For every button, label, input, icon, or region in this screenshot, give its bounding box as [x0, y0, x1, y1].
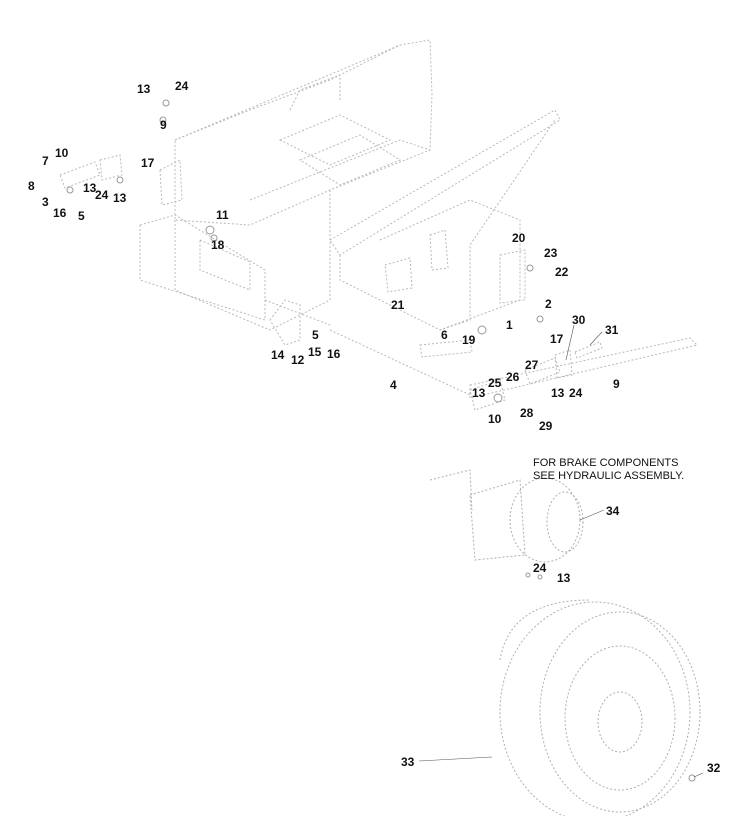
callout-25: 25: [488, 376, 502, 390]
callout-24: 24: [175, 79, 189, 93]
callout-27: 27: [525, 358, 539, 372]
note-line-2: SEE HYDRAULIC ASSEMBLY.: [533, 470, 685, 482]
callout-13: 13: [137, 82, 151, 96]
callout-17: 17: [550, 332, 564, 346]
callout-12: 12: [291, 353, 305, 367]
note-line-1: FOR BRAKE COMPONENTS: [533, 457, 679, 469]
callout-16: 16: [53, 206, 67, 220]
callout-15: 15: [308, 345, 322, 359]
callout-6: 6: [441, 328, 448, 342]
callout-5: 5: [312, 328, 319, 342]
callout-33: 33: [401, 755, 415, 769]
callout-31: 31: [605, 323, 619, 337]
hardware-parts: [66, 99, 696, 782]
callout-10: 10: [55, 146, 69, 160]
callout-13: 13: [83, 181, 97, 195]
callout-26: 26: [506, 370, 520, 384]
callout-17: 17: [141, 156, 155, 170]
callout-1: 1: [506, 318, 513, 332]
callout-32: 32: [707, 761, 721, 775]
frame-assembly: [59, 39, 698, 411]
hub-assembly: [429, 469, 584, 563]
brake-components-note: FOR BRAKE COMPONENTS SEE HYDRAULIC ASSEM…: [533, 457, 684, 483]
callout-13: 13: [113, 191, 127, 205]
callout-13: 13: [557, 571, 571, 585]
callout-3: 3: [42, 195, 49, 209]
callout-24: 24: [533, 561, 547, 575]
callout-28: 28: [520, 406, 534, 420]
callout-9: 9: [160, 118, 167, 132]
callout-21: 21: [391, 298, 405, 312]
callout-13: 13: [472, 386, 486, 400]
callout-9: 9: [613, 377, 620, 391]
callout-24: 24: [569, 386, 583, 400]
callout-16: 16: [327, 347, 341, 361]
callout-8: 8: [28, 179, 35, 193]
callout-18: 18: [211, 238, 225, 252]
callout-5: 5: [78, 209, 85, 223]
callout-11: 11: [216, 208, 229, 222]
callout-34: 34: [606, 504, 620, 518]
callout-30: 30: [572, 313, 586, 327]
callout-2: 2: [545, 297, 552, 311]
callout-7: 7: [42, 154, 49, 168]
leader-lines: [418, 324, 704, 778]
wheel: [499, 599, 701, 816]
callout-4: 4: [390, 378, 397, 392]
callout-29: 29: [539, 419, 553, 433]
callout-23: 23: [544, 246, 558, 260]
callout-22: 22: [555, 265, 569, 279]
callout-24: 24: [95, 188, 109, 202]
callout-14: 14: [271, 348, 285, 362]
callout-19: 19: [462, 333, 476, 347]
callout-13: 13: [551, 386, 565, 400]
callout-20: 20: [512, 231, 526, 245]
callout-10: 10: [488, 412, 502, 426]
